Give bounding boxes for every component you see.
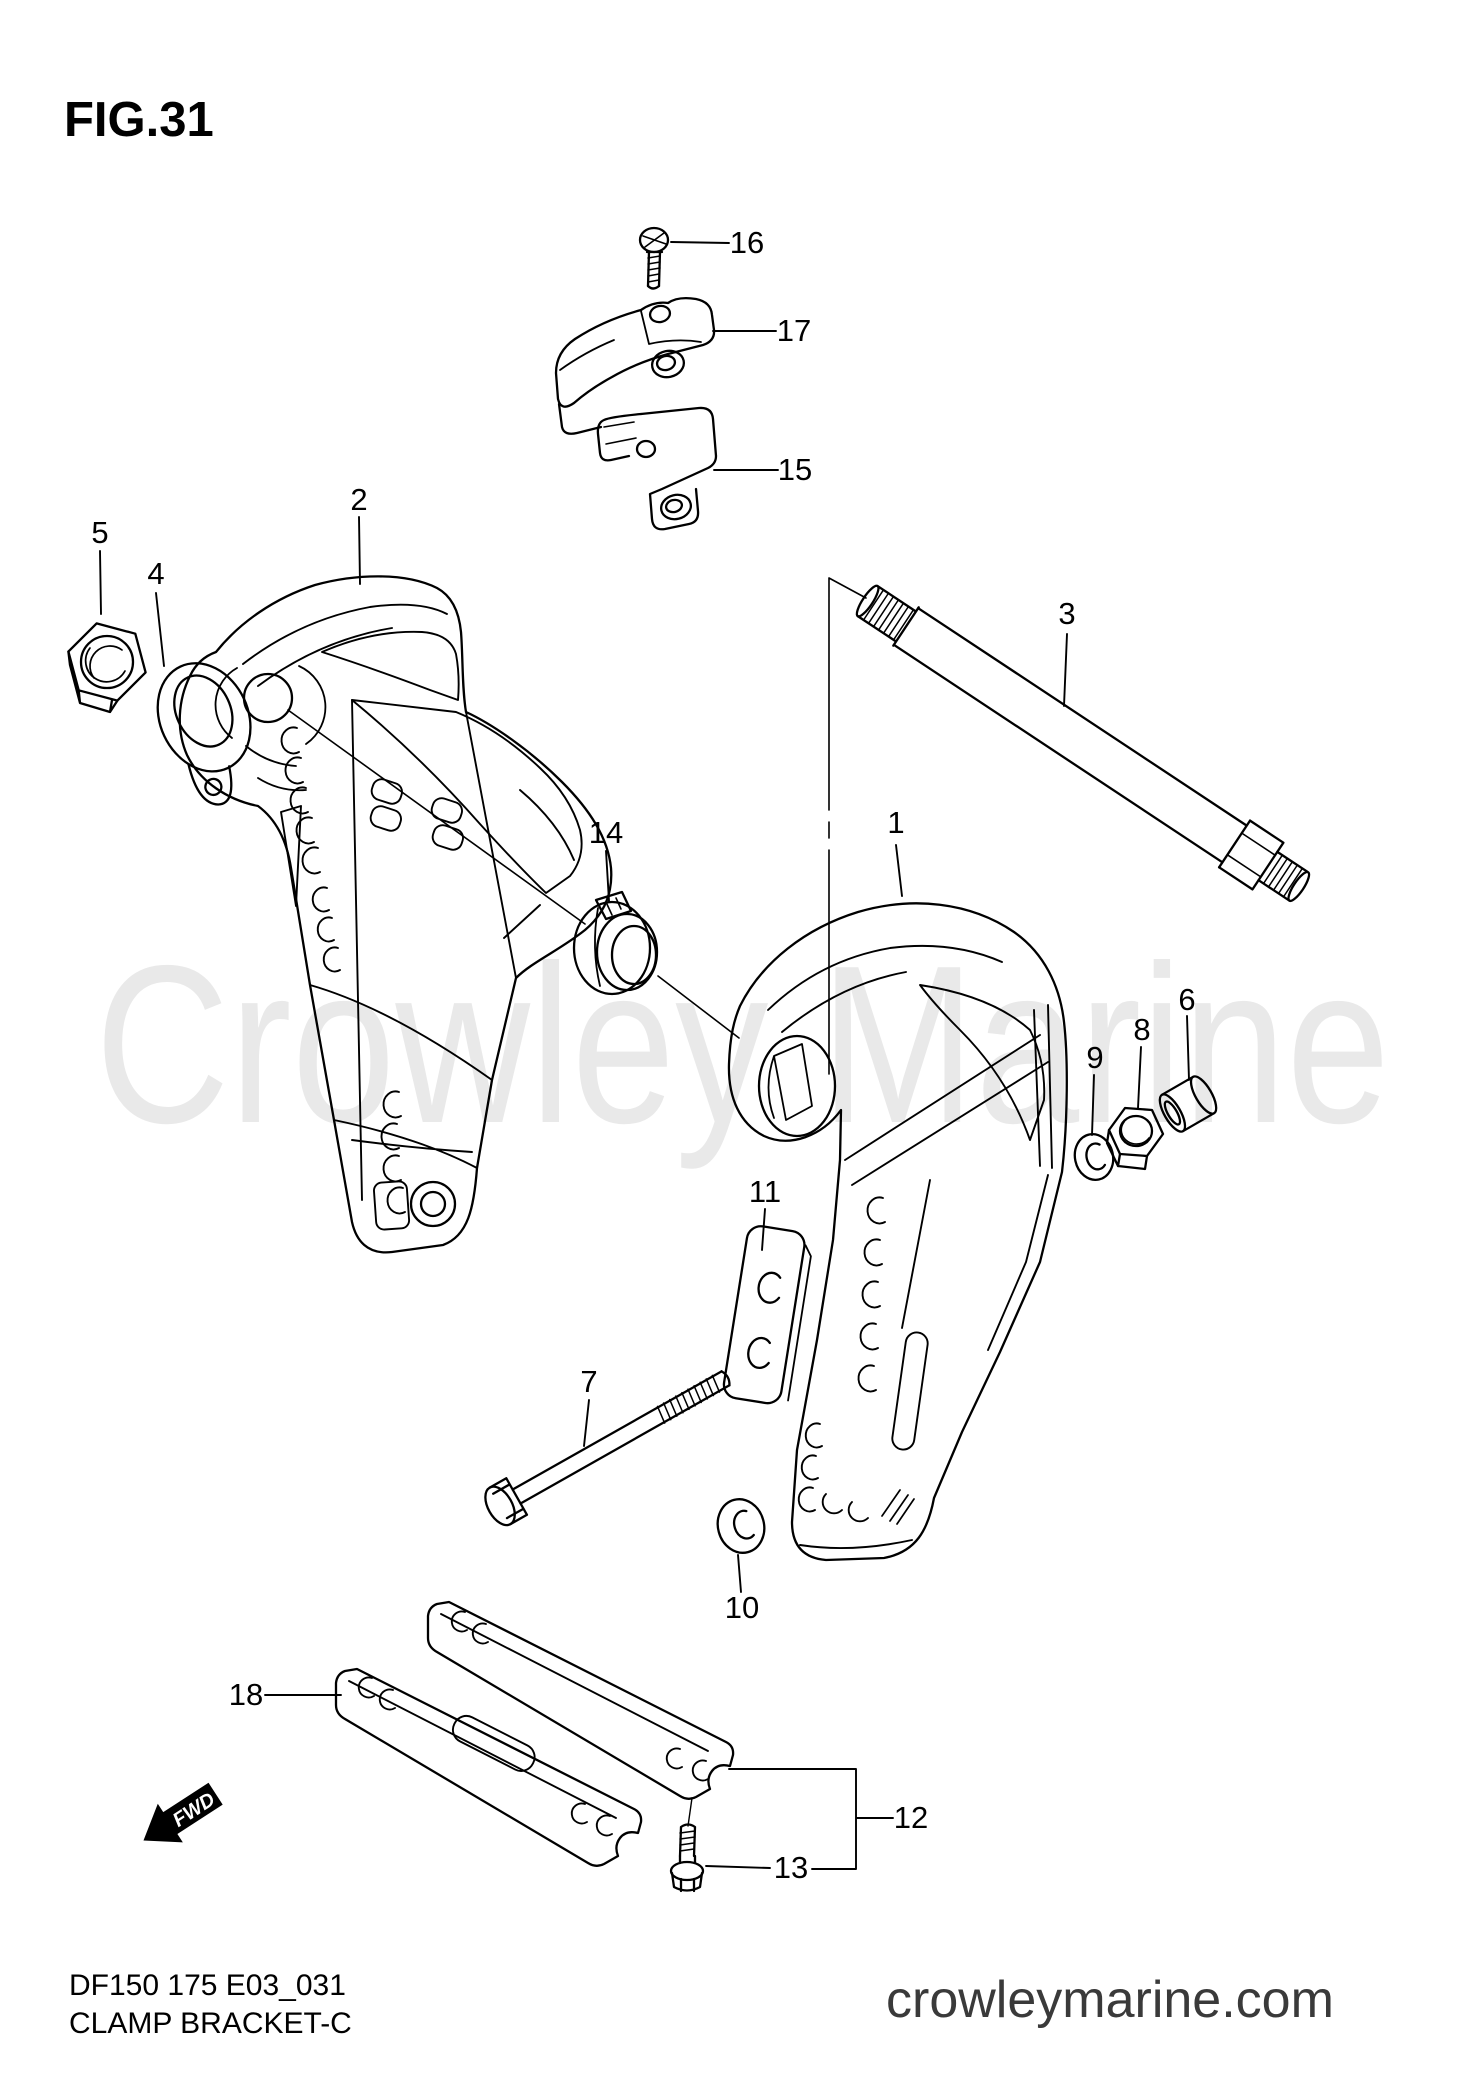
part-label-15: 15 (777, 452, 813, 487)
part-10-washer-drawing (716, 1498, 766, 1554)
part-11-plate-drawing (722, 1225, 812, 1405)
figure-title: FIG.31 (64, 93, 214, 147)
part-label-2: 2 (350, 482, 368, 517)
part-label-12: 12 (893, 1800, 929, 1835)
part-label-13: 13 (773, 1850, 809, 1885)
edge-scallops (280, 726, 406, 1215)
drawing-code: DF150 175 E03_031 (69, 1969, 346, 2002)
edge-scallops (797, 1196, 886, 1513)
part-14-bushing-drawing (572, 890, 659, 996)
part-label-8: 8 (1133, 1012, 1151, 1047)
part-label-10: 10 (724, 1590, 760, 1625)
part-4-gasket-drawing (156, 662, 252, 806)
drawing-title: CLAMP BRACKET-C (69, 2007, 352, 2040)
part-label-5: 5 (91, 515, 109, 550)
part-1-clamp-bracket-drawing (727, 902, 1068, 1562)
part-label-7: 7 (580, 1364, 598, 1399)
part-label-9: 9 (1086, 1040, 1104, 1075)
part-label-11: 11 (748, 1174, 782, 1209)
part-17-clamp-lever-drawing (554, 296, 716, 435)
part-label-18: 18 (228, 1677, 264, 1712)
part-label-17: 17 (776, 313, 812, 348)
part-3-through-shaft-drawing (855, 584, 1311, 903)
part-label-4: 4 (147, 556, 165, 591)
part-13-bolt-drawing (669, 1823, 705, 1893)
part-label-3: 3 (1058, 596, 1076, 631)
part-label-6: 6 (1178, 982, 1196, 1017)
leader-lines (99, 241, 1190, 1870)
part-16-bolt-drawing (638, 226, 670, 290)
part-9-washer-drawing (1073, 1133, 1115, 1181)
part-label-14: 14 (588, 815, 624, 850)
part-15-plate-drawing (596, 406, 718, 531)
part-label-1: 1 (887, 805, 905, 840)
part-18-plates-drawing (334, 1600, 735, 1867)
part-5-nut-drawing (67, 622, 147, 714)
group-bracket-12 (728, 1768, 894, 1870)
website-text: crowleymarine.com (886, 1971, 1334, 2029)
part-label-16: 16 (729, 225, 765, 260)
part-7-bolt-drawing (484, 1370, 731, 1527)
assembly-centerline (828, 577, 867, 1075)
fwd-arrow: FWD (143, 1782, 223, 1843)
part-8-nut-drawing (1105, 1106, 1165, 1171)
part-6-spacer-drawing (1158, 1075, 1218, 1133)
part-2-clamp-bracket-drawing (178, 575, 613, 1254)
